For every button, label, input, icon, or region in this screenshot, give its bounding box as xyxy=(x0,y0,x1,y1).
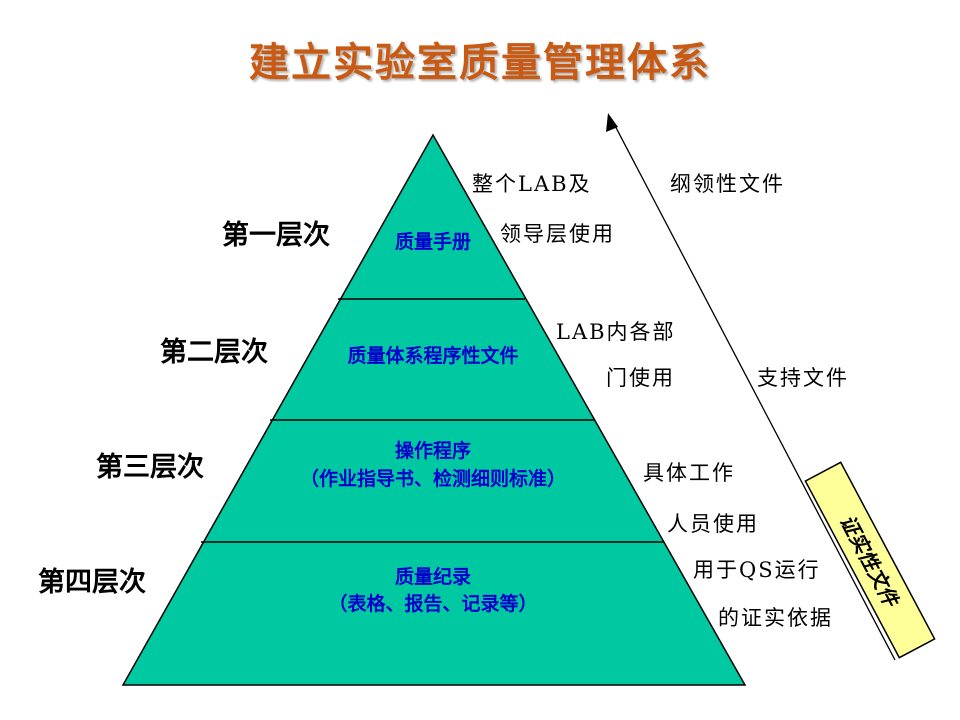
user-3-line2: 人员使用 xyxy=(667,512,759,536)
tier-1-name: 质量手册 xyxy=(394,231,471,253)
user-4-line2: 的证实依据 xyxy=(718,606,833,630)
user-3-line1: 具体工作 xyxy=(643,461,735,485)
tier-2-name: 质量体系程序性文件 xyxy=(347,345,519,367)
user-4-line1: 用于QS运行 xyxy=(693,558,821,582)
tier-3-name: 操作程序 xyxy=(394,440,471,462)
slide-title: 建立实验室质量管理体系 xyxy=(249,39,711,86)
arrow-head-icon xyxy=(606,113,618,132)
hierarchy-arrow xyxy=(611,119,896,661)
user-2-line1: LAB内各部 xyxy=(556,320,676,344)
user-2-line2: 门使用 xyxy=(606,366,675,390)
category-programmatic: 纲领性文件 xyxy=(670,172,785,196)
tier-4-detail: （表格、报告、记录等） xyxy=(328,593,538,615)
tier-4-name: 质量纪录 xyxy=(394,566,471,588)
user-1-line1: 整个LAB及 xyxy=(472,172,592,196)
user-1-line2: 领导层使用 xyxy=(500,222,615,246)
pyramid-triangle xyxy=(121,133,747,686)
level-label-1: 第一层次 xyxy=(222,220,330,251)
level-label-4: 第四层次 xyxy=(38,567,146,598)
tier-3-detail: （作业指导书、检测细则标准） xyxy=(299,468,566,490)
level-label-3: 第三层次 xyxy=(96,452,204,483)
category-supporting: 支持文件 xyxy=(757,366,849,390)
level-label-2: 第二层次 xyxy=(160,337,268,368)
